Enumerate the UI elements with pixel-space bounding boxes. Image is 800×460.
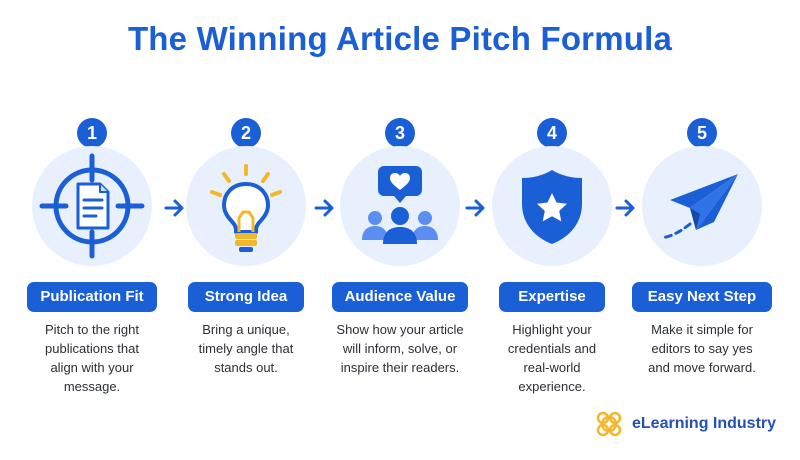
- description-line: and move forward.: [648, 360, 756, 375]
- description-line: align with your: [50, 360, 134, 375]
- step-number: 3: [385, 118, 415, 148]
- description-line: credentials and: [507, 341, 597, 356]
- arrow-right-icon: [164, 199, 184, 217]
- step-label: Strong Idea: [188, 282, 304, 312]
- arrow-right-icon: [465, 199, 485, 217]
- brand-logo: eLearning Industry: [594, 408, 776, 440]
- audience-heart-icon: [362, 166, 438, 244]
- paper-plane-icon: [660, 174, 738, 240]
- step-description: Bring a unique, timely angle that stands…: [171, 320, 321, 377]
- page-title: The Winning Article Pitch Formula: [127, 20, 673, 57]
- step-number: 2: [231, 118, 261, 148]
- step-number: 5: [687, 118, 717, 148]
- elearning-industry-logo-icon: [596, 411, 622, 437]
- description-line: experience.: [518, 379, 586, 394]
- step-label: Expertise: [499, 282, 605, 312]
- step-number: 1: [77, 118, 107, 148]
- target-document-icon: [39, 153, 145, 259]
- description-line: real-world: [523, 360, 581, 375]
- description-line: Highlight your: [512, 322, 592, 337]
- description-line: will inform, solve, or: [342, 341, 458, 356]
- lightbulb-icon: [210, 164, 282, 252]
- step-label: Easy Next Step: [632, 282, 772, 312]
- shield-star-icon: [522, 170, 582, 244]
- arrow-right-icon: [314, 199, 334, 217]
- description-line: editors to say yes: [651, 341, 753, 356]
- description-line: Make it simple for: [651, 322, 753, 337]
- icon-circle: [492, 146, 612, 266]
- description-line: timely angle that: [198, 341, 294, 356]
- step-label: Publication Fit: [27, 282, 157, 312]
- step-description: Highlight your credentials and real-worl…: [477, 320, 627, 396]
- step-description: Show how your article will inform, solve…: [325, 320, 475, 377]
- step-label: Audience Value: [332, 282, 468, 312]
- description-line: Pitch to the right: [45, 322, 139, 337]
- icon-circle: [186, 146, 306, 266]
- description-line: message.: [63, 379, 121, 394]
- step-description: Pitch to the right publications that ali…: [17, 320, 167, 396]
- icon-circle: [32, 146, 152, 266]
- description-line: inspire their readers.: [340, 360, 460, 375]
- icon-circle: [340, 146, 460, 266]
- brand-name: eLearning Industry: [632, 415, 777, 432]
- arrow-right-icon: [615, 199, 635, 217]
- icon-circle: [642, 146, 762, 266]
- step-description: Make it simple for editors to say yes an…: [627, 320, 777, 377]
- step-number: 4: [537, 118, 567, 148]
- description-line: publications that: [45, 341, 139, 356]
- description-line: Bring a unique,: [202, 322, 290, 337]
- description-line: Show how your article: [336, 322, 464, 337]
- description-line: stands out.: [214, 360, 278, 375]
